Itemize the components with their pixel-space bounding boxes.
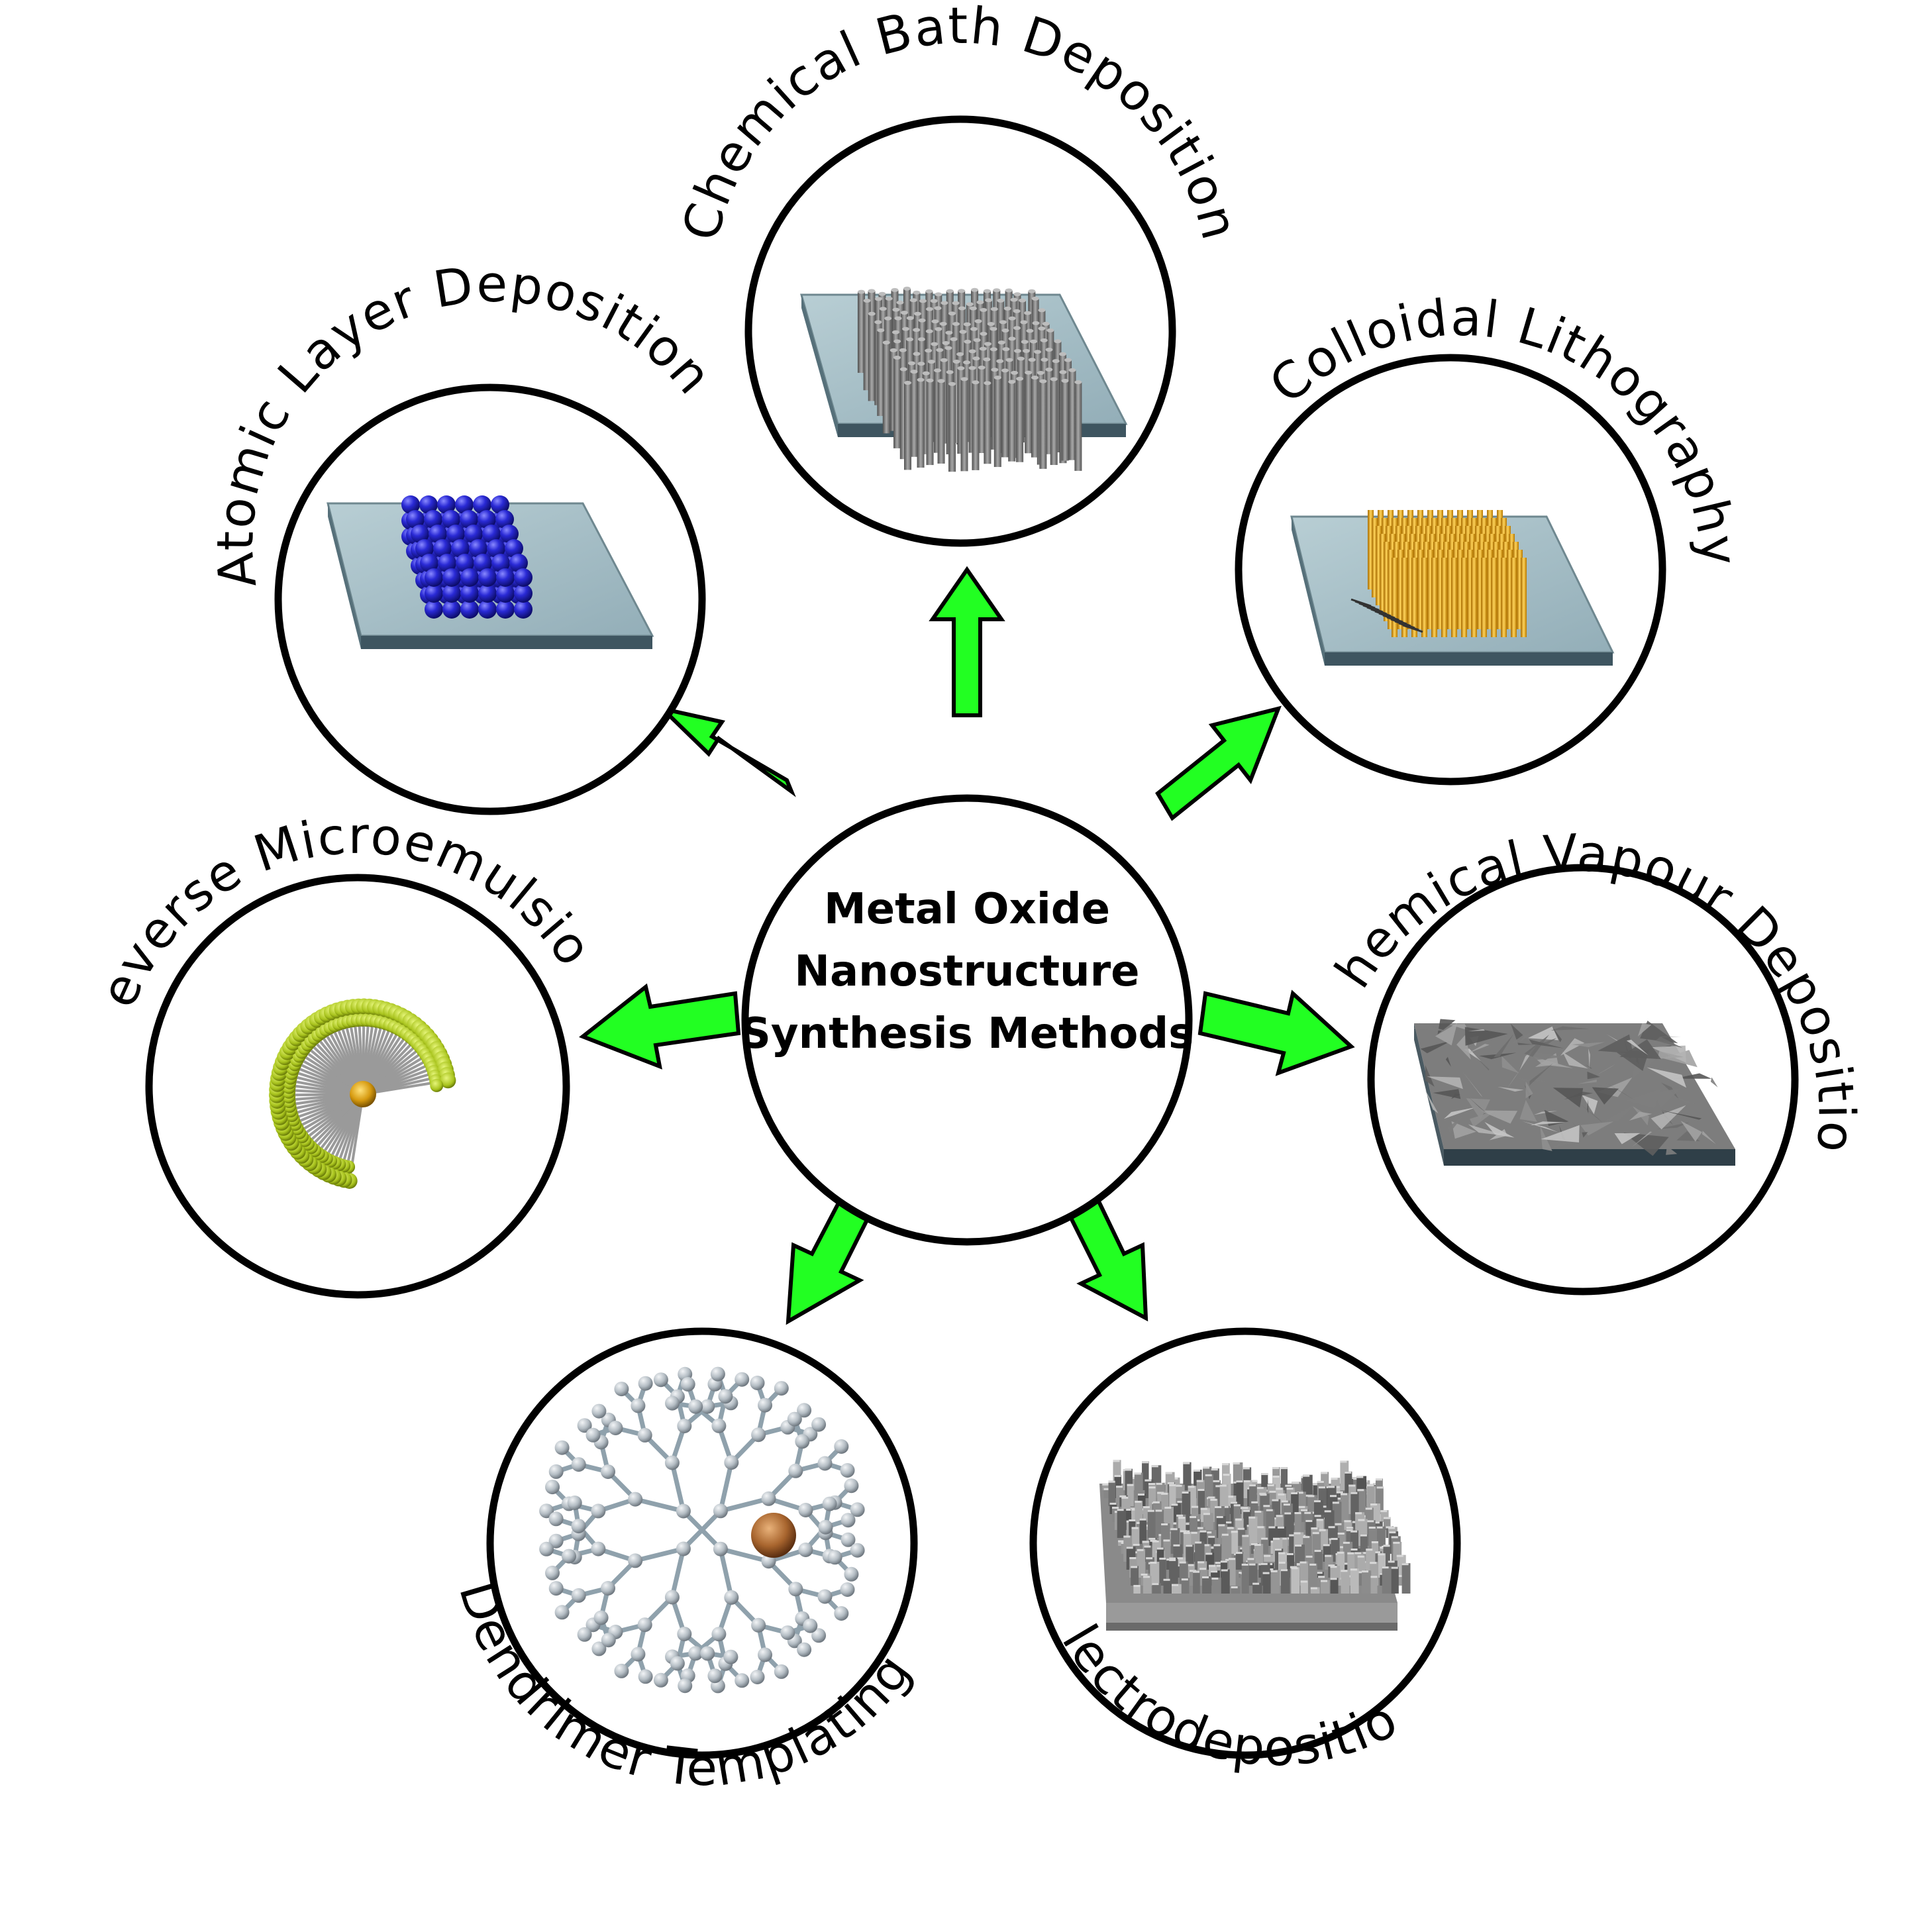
dendrimer-nanoparticle [751,1513,796,1558]
node-chemical-bath-deposition: Chemical Bath Deposition [671,0,1248,547]
micelle-icon [269,998,456,1189]
node-colloidal-lithography: Colloidal Lithography [1235,288,1748,786]
center-node: Metal Oxide Nanostructure Synthesis Meth… [740,794,1194,1246]
center-title-line-1: Metal Oxide [824,885,1110,934]
atom-stack-icon [327,495,654,649]
center-title-line-2: Nanostructure [794,947,1139,996]
arrow-to-colloidal-lithography [1155,705,1282,821]
node-atomic-layer-deposition: Atomic Layer Deposition [205,254,723,815]
arrow-to-reverse-microemulsions [579,983,741,1070]
arrow-to-chemical-bath [929,566,1005,717]
rough-film-icon [1413,1019,1735,1166]
center-title-line-3: Synthesis Methods [740,1009,1194,1058]
pillar-array-icon [1290,510,1615,666]
arrow-to-atomic-layer [656,705,796,797]
dendrimer-icon [539,1366,865,1694]
columnar-film-icon [1099,1460,1411,1631]
node-dendrimer-templating: Dendrimer Templating [448,1327,921,1798]
nanorod-array-icon [800,286,1128,472]
arrow-to-chemical-vapour [1197,990,1355,1076]
center-circle [741,794,1193,1246]
